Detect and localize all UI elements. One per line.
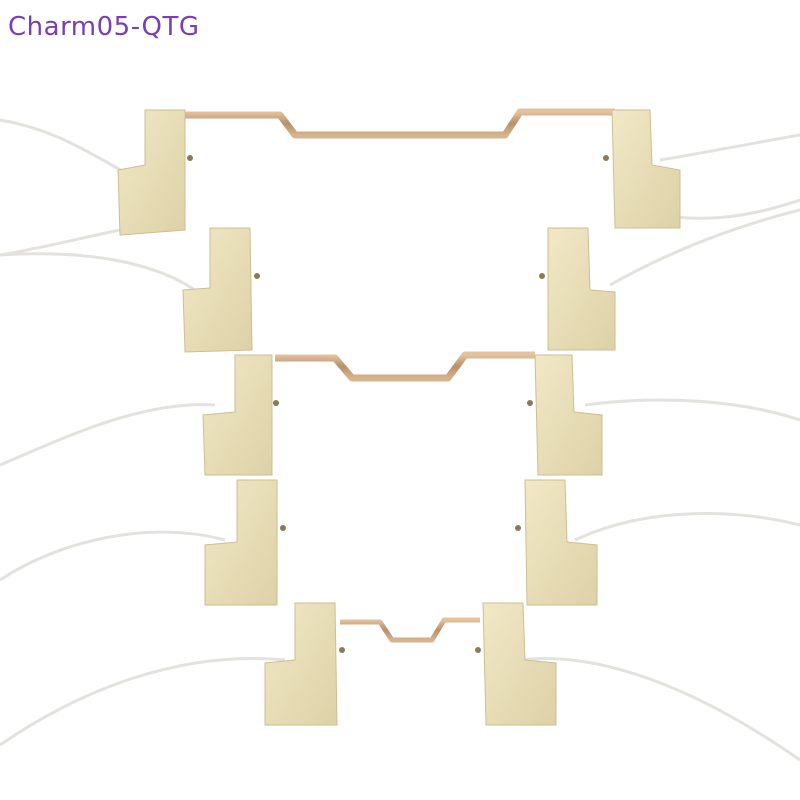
ceramic-holder-left (202, 354, 273, 476)
ceramic-holder-left (182, 227, 253, 353)
wire-left (0, 118, 131, 177)
wire-right (574, 512, 800, 542)
ceramic-holder-right (611, 109, 681, 229)
ceramic-holder-right (534, 354, 603, 476)
wire-right (609, 208, 800, 287)
screw-left (254, 273, 260, 279)
wire-right (519, 656, 800, 762)
ceramic-holder-right (547, 227, 616, 351)
ceramic-holder-left (117, 109, 186, 236)
screw-left (339, 647, 345, 653)
wire-left (0, 252, 196, 292)
ceramic-holder-left (264, 602, 338, 726)
metal-bracket (275, 351, 535, 382)
screw-right (603, 155, 609, 161)
ceramic-holder-right (482, 602, 557, 726)
screw-right (527, 400, 533, 406)
lamp-holder-set-3 (0, 351, 800, 476)
ceramic-holder-right (524, 479, 598, 606)
screw-right (539, 273, 545, 279)
metal-bracket (340, 617, 480, 643)
wire-right (584, 398, 800, 422)
wire-left (0, 656, 286, 747)
screw-right (515, 525, 521, 531)
wire-left (0, 530, 226, 582)
screw-right (475, 647, 481, 653)
wire-right (659, 133, 800, 162)
lamp-holder-set-4 (0, 479, 800, 606)
lamp-holder-set-2 (0, 208, 800, 353)
lamp-holder-set-5 (0, 602, 800, 762)
screw-left (273, 400, 279, 406)
ceramic-holder-left (204, 479, 278, 606)
screw-left (280, 525, 286, 531)
screw-left (187, 155, 193, 161)
watermark-text: Charm05-QTG (8, 12, 200, 42)
lamp-holder-set-1 (0, 108, 800, 257)
metal-bracket (185, 108, 615, 139)
wire-left (0, 403, 216, 467)
